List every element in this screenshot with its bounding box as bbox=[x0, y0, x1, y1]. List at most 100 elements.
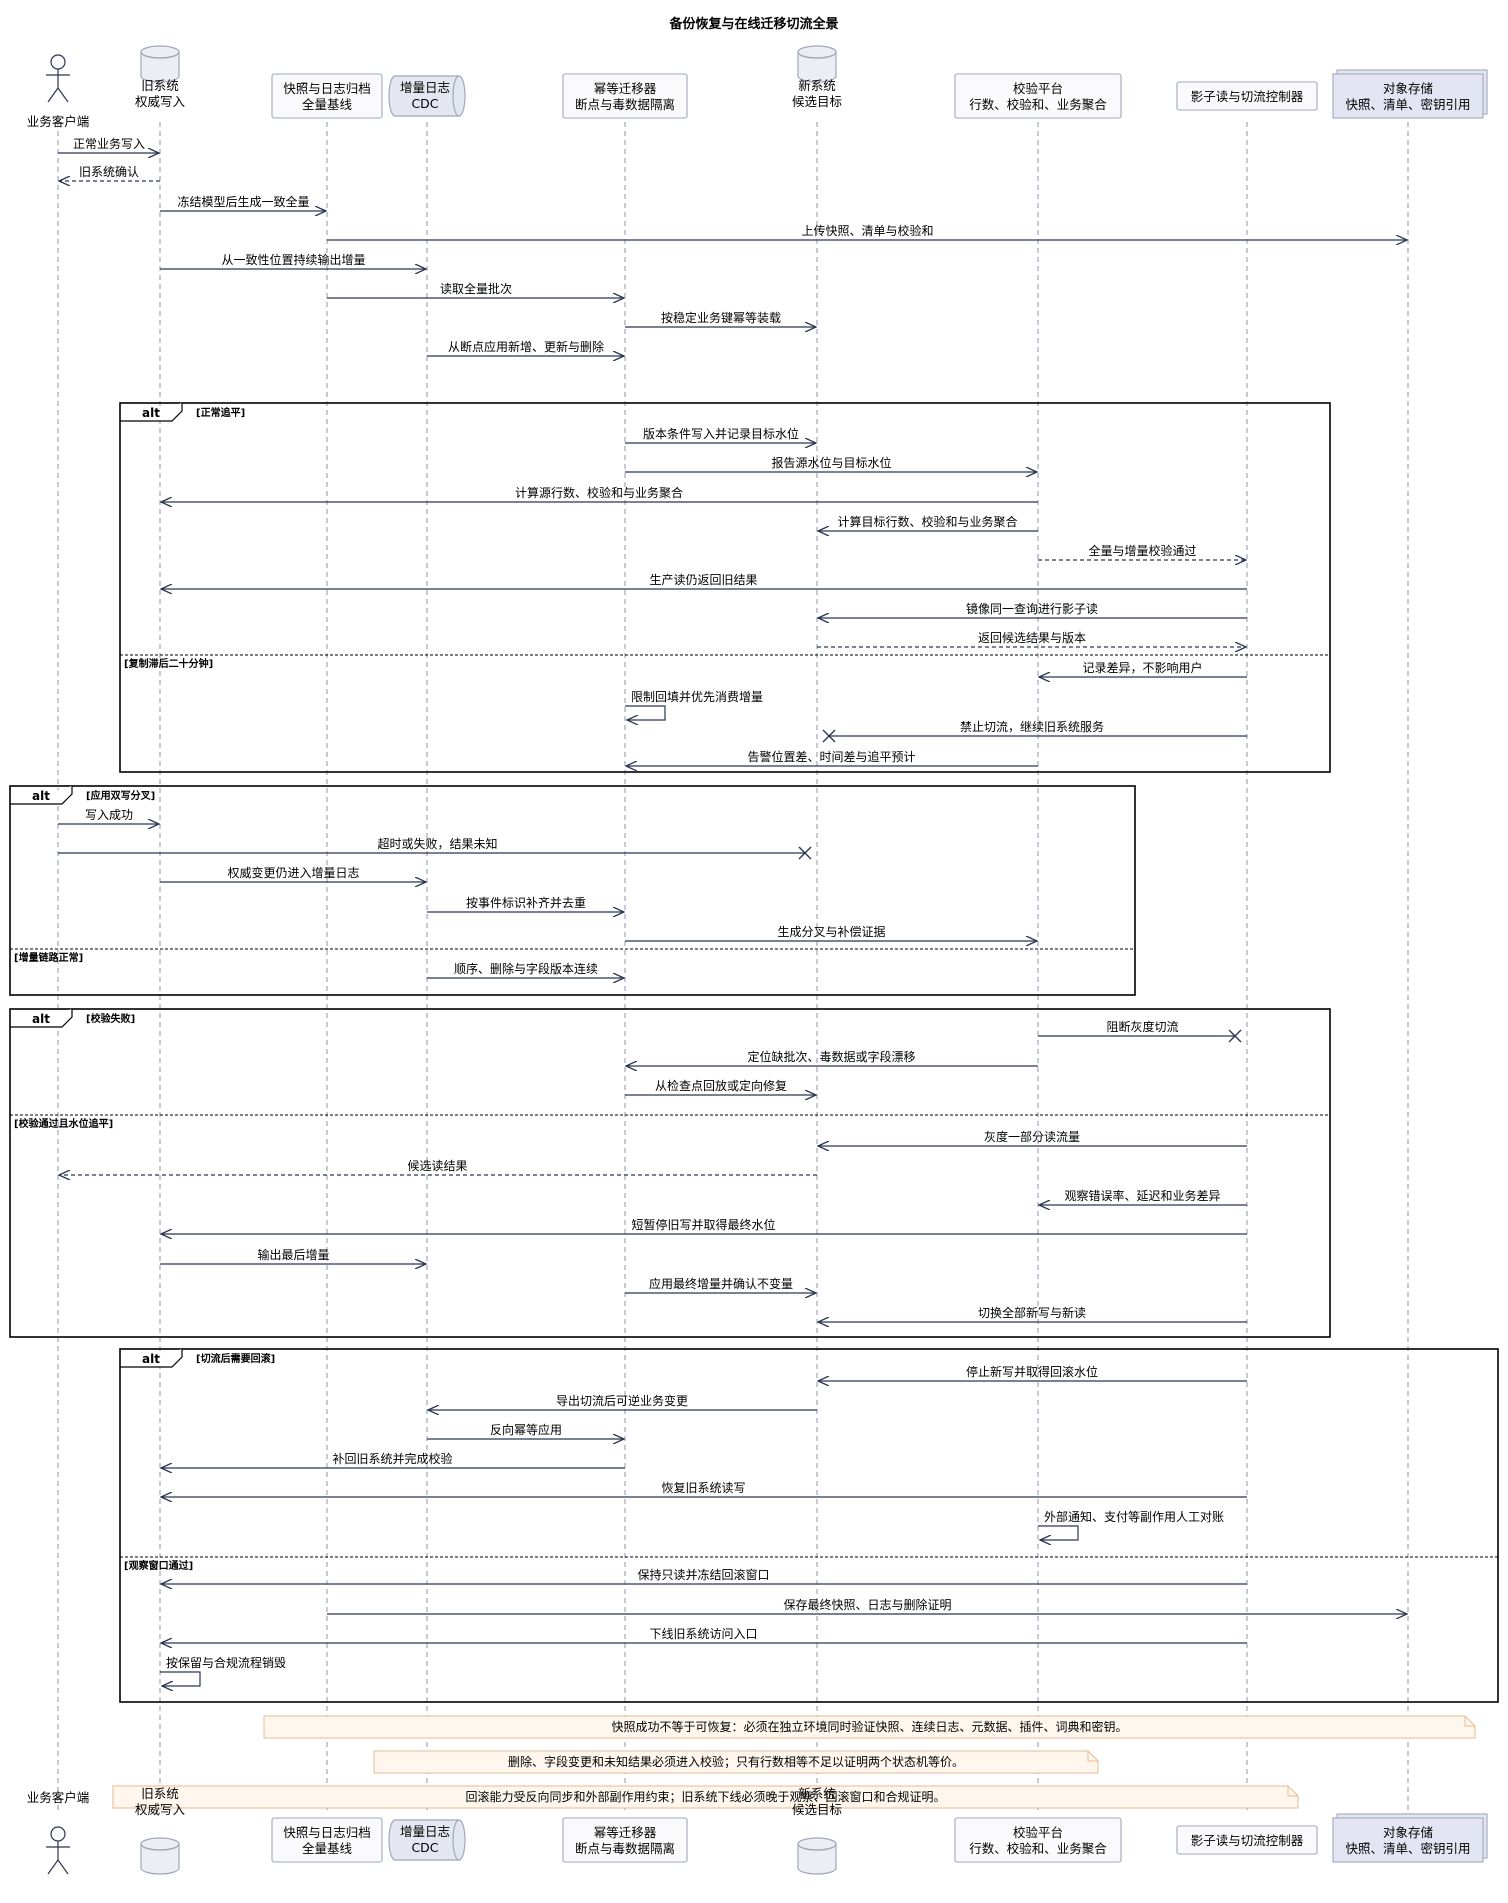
message-20: 告警位置差、时间差与追平预计 bbox=[626, 749, 1038, 766]
message-16: 返回候选结果与版本 bbox=[817, 631, 1246, 647]
frame-guard: [校验通过且水位追平] bbox=[14, 1117, 113, 1130]
database-icon bbox=[797, 1837, 837, 1875]
message-label: 停止新写并取得回滚水位 bbox=[966, 1364, 1098, 1379]
message-label: 版本条件写入并记录目标水位 bbox=[643, 426, 799, 441]
message-42: 外部通知、支付等副作用人工对账 bbox=[1038, 1509, 1224, 1540]
participant-label: 候选目标 bbox=[792, 1802, 842, 1817]
alt-frame: alt[切流后需要回滚][观察窗口通过] bbox=[119, 1348, 1499, 1703]
message-label: 补回旧系统并完成校验 bbox=[332, 1451, 452, 1466]
actor-figure-icon bbox=[46, 1826, 70, 1875]
message-33: 短暂停旧写并取得最终水位 bbox=[161, 1217, 1247, 1234]
message-label: 正常业务写入 bbox=[73, 136, 145, 151]
participant-label: 权威写入 bbox=[135, 94, 186, 109]
participant-label: 增量日志 bbox=[400, 80, 450, 95]
participant-label: 旧系统 bbox=[141, 1786, 179, 1801]
message-29: 从检查点回放或定向修复 bbox=[625, 1078, 816, 1095]
frame-guard: [切流后需要回滚] bbox=[196, 1352, 275, 1365]
message-label: 写入成功 bbox=[85, 808, 133, 822]
participant-label: 校验平台 bbox=[1013, 1825, 1063, 1840]
participant-label: 行数、校验和、业务聚合 bbox=[969, 1841, 1107, 1856]
message-label: 灰度一部分读流量 bbox=[984, 1129, 1080, 1144]
participant-label: CDC bbox=[411, 1840, 438, 1855]
message-label: 限制回填并优先消费增量 bbox=[631, 690, 763, 704]
message-40: 补回旧系统并完成校验 bbox=[161, 1451, 625, 1468]
note: 快照成功不等于可恢复：必须在独立环境同时验证快照、连续日志、元数据、插件、词典和… bbox=[263, 1715, 1476, 1739]
message-label: 告警位置差、时间差与追平预计 bbox=[747, 749, 915, 764]
participant-label: 新系统 bbox=[798, 1786, 836, 1801]
message-32: 观察错误率、延迟和业务差异 bbox=[1039, 1188, 1247, 1205]
message-label: 导出切流后可逆业务变更 bbox=[556, 1393, 688, 1408]
message-24: 按事件标识补齐并去重 bbox=[427, 895, 624, 912]
alt-frame: alt[正常追平][复制滞后二十分钟] bbox=[119, 402, 1331, 773]
participant-label: 对象存储 bbox=[1383, 1825, 1433, 1840]
message-label: 下线旧系统访问入口 bbox=[649, 1627, 757, 1641]
message-10: 报告源水位与目标水位 bbox=[625, 455, 1037, 472]
message-30: 灰度一部分读流量 bbox=[818, 1129, 1247, 1146]
participant-label: 影子读与切流控制器 bbox=[1191, 1833, 1304, 1848]
message-label: 记录差异，不影响用户 bbox=[1082, 660, 1202, 675]
queue-icon bbox=[388, 1819, 466, 1861]
message-label: 冻结模型后生成一致全量 bbox=[177, 194, 309, 209]
message-label: 禁止切流，继续旧系统服务 bbox=[960, 719, 1104, 734]
participant-label: 断点与毒数据隔离 bbox=[575, 97, 675, 112]
message-label: 按保留与合规流程销毁 bbox=[166, 1655, 286, 1670]
participant-client-bottom: 业务客户端 bbox=[27, 1790, 90, 1875]
alt-frames: alt[正常追平][复制滞后二十分钟]alt[应用双写分叉][增量链路正常]al… bbox=[9, 402, 1499, 1703]
alt-frame: alt[校验失败][校验通过且水位追平] bbox=[9, 1008, 1331, 1338]
message-label: 应用最终增量并确认不变量 bbox=[649, 1276, 793, 1291]
note-text: 删除、字段变更和未知结果必须进入校验；只有行数相等不足以证明两个状态机等价。 bbox=[508, 1754, 964, 1769]
message-25: 生成分叉与补偿证据 bbox=[625, 924, 1037, 941]
frame-guard: [增量链路正常] bbox=[14, 951, 83, 964]
participant-label: 业务客户端 bbox=[27, 1790, 90, 1805]
participant-label: 对象存储 bbox=[1383, 81, 1433, 96]
message-label: 保存最终快照、日志与删除证明 bbox=[783, 1597, 951, 1612]
message-6: 读取全量批次 bbox=[327, 281, 624, 298]
message-34: 输出最后增量 bbox=[160, 1247, 426, 1264]
participant-label: 业务客户端 bbox=[27, 114, 90, 129]
participant-label: 断点与毒数据隔离 bbox=[575, 1841, 675, 1856]
message-1: 正常业务写入 bbox=[58, 136, 159, 153]
message-label: 短暂停旧写并取得最终水位 bbox=[631, 1217, 775, 1232]
message-9: 版本条件写入并记录目标水位 bbox=[625, 426, 816, 443]
message-arrow bbox=[1038, 1525, 1079, 1540]
participant-client-top: 业务客户端 bbox=[27, 54, 90, 129]
participant-label: 候选目标 bbox=[792, 94, 842, 109]
participant-label: 快照、清单、密钥引用 bbox=[1345, 97, 1470, 112]
message-13: 全量与增量校验通过 bbox=[1038, 543, 1246, 560]
message-23: 权威变更仍进入增量日志 bbox=[160, 865, 426, 882]
participant-label: 快照与日志归档 bbox=[283, 81, 371, 96]
message-label: 生成分叉与补偿证据 bbox=[777, 924, 885, 939]
participant-label: 快照与日志归档 bbox=[283, 1825, 371, 1840]
participant-label: 全量基线 bbox=[302, 1841, 353, 1856]
message-label: 候选读结果 bbox=[407, 1159, 467, 1173]
participant-heads-top: 业务客户端旧系统权威写入快照与日志归档全量基线增量日志CDC幂等迁移器断点与毒数… bbox=[27, 45, 1488, 129]
message-label: 旧系统确认 bbox=[79, 165, 139, 179]
frame-guard: [观察窗口通过] bbox=[124, 1559, 193, 1572]
frame-kind-label: alt bbox=[142, 406, 160, 420]
participant-label: 旧系统 bbox=[141, 78, 179, 93]
message-12: 计算目标行数、校验和与业务聚合 bbox=[818, 514, 1038, 531]
message-label: 全量与增量校验通过 bbox=[1088, 543, 1196, 558]
message-8: 从断点应用新增、更新与删除 bbox=[427, 339, 624, 356]
message-27: 阻断灰度切流 bbox=[1038, 1019, 1242, 1043]
message-43: 保持只读并冻结回滚窗口 bbox=[161, 1567, 1247, 1584]
message-18: 限制回填并优先消费增量 bbox=[625, 690, 763, 720]
message-26: 顺序、删除与字段版本连续 bbox=[427, 961, 624, 978]
participant-label: 全量基线 bbox=[302, 97, 353, 112]
message-label: 镜像同一查询进行影子读 bbox=[966, 601, 1098, 616]
message-17: 记录差异，不影响用户 bbox=[1039, 660, 1247, 677]
message-39: 反向幂等应用 bbox=[427, 1422, 624, 1439]
message-46: 按保留与合规流程销毁 bbox=[160, 1655, 286, 1686]
note: 删除、字段变更和未知结果必须进入校验；只有行数相等不足以证明两个状态机等价。 bbox=[373, 1750, 1099, 1774]
message-11: 计算源行数、校验和与业务聚合 bbox=[161, 485, 1038, 502]
